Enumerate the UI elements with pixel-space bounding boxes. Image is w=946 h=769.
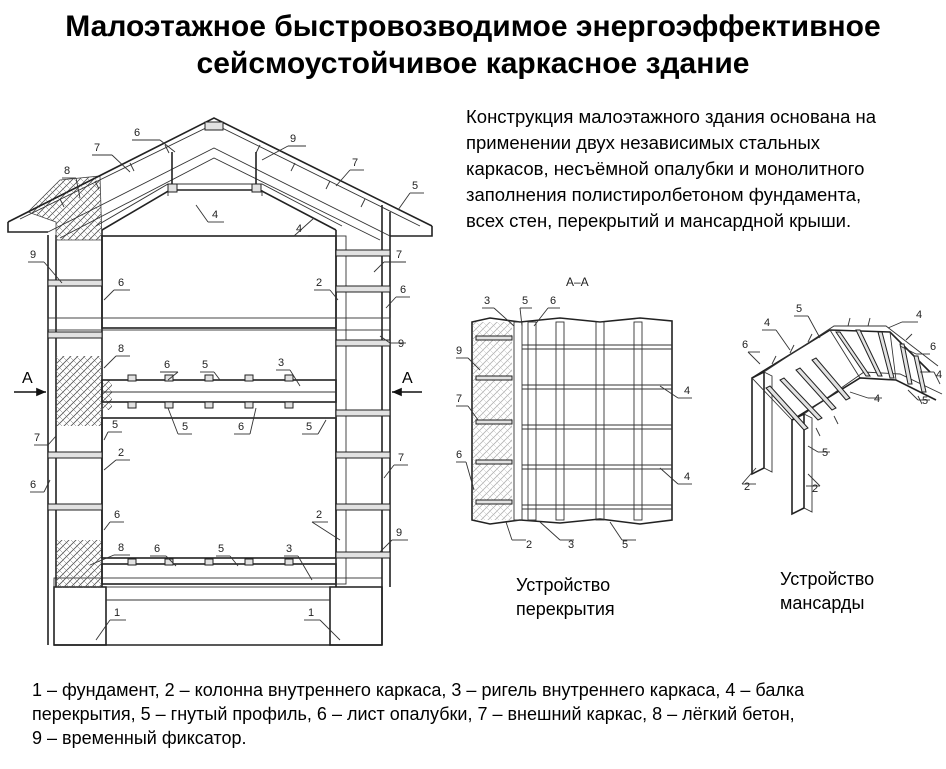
light-concrete-fill (27, 175, 103, 241)
callout-number: 5 (202, 359, 208, 371)
callout-number: 6 (456, 449, 462, 461)
callout-number: 3 (278, 357, 284, 369)
callout-number: 5 (412, 180, 418, 192)
callout-number: 6 (930, 341, 936, 353)
legend-line: перекрытия, 5 – гнутый профиль, 6 – лист… (32, 704, 795, 724)
callout-number: 3 (286, 543, 292, 555)
foundation-right (329, 586, 383, 646)
description-line: Конструкция малоэтажного здания основана… (466, 106, 877, 127)
callout-number: 4 (684, 385, 690, 397)
callout-number: 9 (398, 338, 404, 350)
attic-structure-drawing: 4 5 6 4 6 4 4 5 5 2 2 (741, 303, 943, 516)
callout-number: 9 (396, 527, 402, 539)
legend: 1 – фундамент, 2 – колонна внутреннего к… (32, 678, 932, 750)
callout-number: 7 (94, 142, 100, 154)
attic-device-caption: Устройство мансарды (780, 567, 874, 615)
callout-number: 2 (316, 509, 322, 521)
callout-number: 9 (290, 133, 296, 145)
caption-line: Устройство (780, 569, 875, 589)
callout-number: 6 (154, 543, 160, 555)
callout-number: 2 (118, 447, 124, 459)
callout-number: 7 (456, 393, 462, 405)
light-concrete-fill (56, 540, 102, 588)
callout-number: 5 (796, 303, 802, 315)
callout-number: 6 (550, 295, 556, 307)
callout-number: 5 (822, 447, 828, 459)
legend-line: 1 – фундамент, 2 – колонна внутреннего к… (32, 680, 805, 700)
callout-number: 1 (308, 607, 314, 619)
callout-number: 2 (812, 483, 818, 495)
callout-number: 5 (182, 421, 188, 433)
callout-number: 2 (526, 539, 532, 551)
callout-number: 7 (396, 249, 402, 261)
callout-number: 4 (874, 393, 880, 405)
floor-device-caption: Устройство перекрытия (516, 573, 615, 621)
description-line: заполнения полистиролбетоном фундамента, (466, 184, 862, 205)
callout-number: 6 (742, 339, 748, 351)
light-concrete-fill (56, 356, 102, 426)
section-title: А–А (566, 275, 589, 289)
callout-number: 4 (684, 471, 690, 483)
callout-number: 4 (296, 223, 302, 235)
title-line-2: сейсмоустойчивое каркасное здание (196, 47, 750, 80)
callout-number: 6 (114, 509, 120, 521)
callout-number: 6 (164, 359, 170, 371)
callout-number: 6 (134, 127, 140, 139)
callout-number: 5 (922, 395, 928, 407)
callout-number: 9 (456, 345, 462, 357)
callout-number: 6 (238, 421, 244, 433)
section-mark-right: А (402, 370, 413, 387)
callout-number: 4 (936, 369, 942, 381)
callout-number: 7 (398, 452, 404, 464)
callout-number: 7 (34, 432, 40, 444)
description-line: всех стен, перекрытий и мансардной крыши… (466, 210, 852, 231)
callout-number: 6 (30, 479, 36, 491)
callout-number: 5 (306, 421, 312, 433)
callout-number: 2 (316, 277, 322, 289)
callout-number: 1 (114, 607, 120, 619)
caption-line: Устройство (516, 575, 611, 595)
callout-number: 7 (352, 157, 358, 169)
description-line: применении двух независимых стальных (466, 132, 821, 153)
callout-number: 6 (400, 284, 406, 296)
callout-number: 5 (112, 419, 118, 431)
building-section-drawing: А А (7, 117, 433, 646)
page-title: Малоэтажное быстровозводимое энергоэффек… (0, 8, 946, 82)
callout-number: 5 (622, 539, 628, 551)
description: Конструкция малоэтажного здания основана… (466, 104, 938, 234)
title-line-1: Малоэтажное быстровозводимое энергоэффек… (65, 10, 881, 43)
callout-number: 8 (118, 542, 124, 554)
description-line: каркасов, несъёмной опалубки и монолитно… (466, 158, 865, 179)
callout-number: 3 (484, 295, 490, 307)
callout-number: 5 (522, 295, 528, 307)
callout-number: 8 (118, 343, 124, 355)
callout-number: 9 (30, 249, 36, 261)
callout-number: 2 (744, 481, 750, 493)
callout-number: 4 (916, 309, 922, 321)
callout-number: 6 (118, 277, 124, 289)
callout-number: 8 (64, 165, 70, 177)
floor-section-drawing: А–А (456, 275, 692, 551)
caption-line: перекрытия (516, 599, 615, 619)
callout-number: 3 (568, 539, 574, 551)
caption-line: мансарды (780, 593, 865, 613)
section-mark-left: А (22, 370, 33, 387)
callout-number: 4 (764, 317, 770, 329)
legend-line: 9 – временный фиксатор. (32, 728, 247, 748)
callout-number: 5 (218, 543, 224, 555)
callout-number: 4 (212, 209, 218, 221)
